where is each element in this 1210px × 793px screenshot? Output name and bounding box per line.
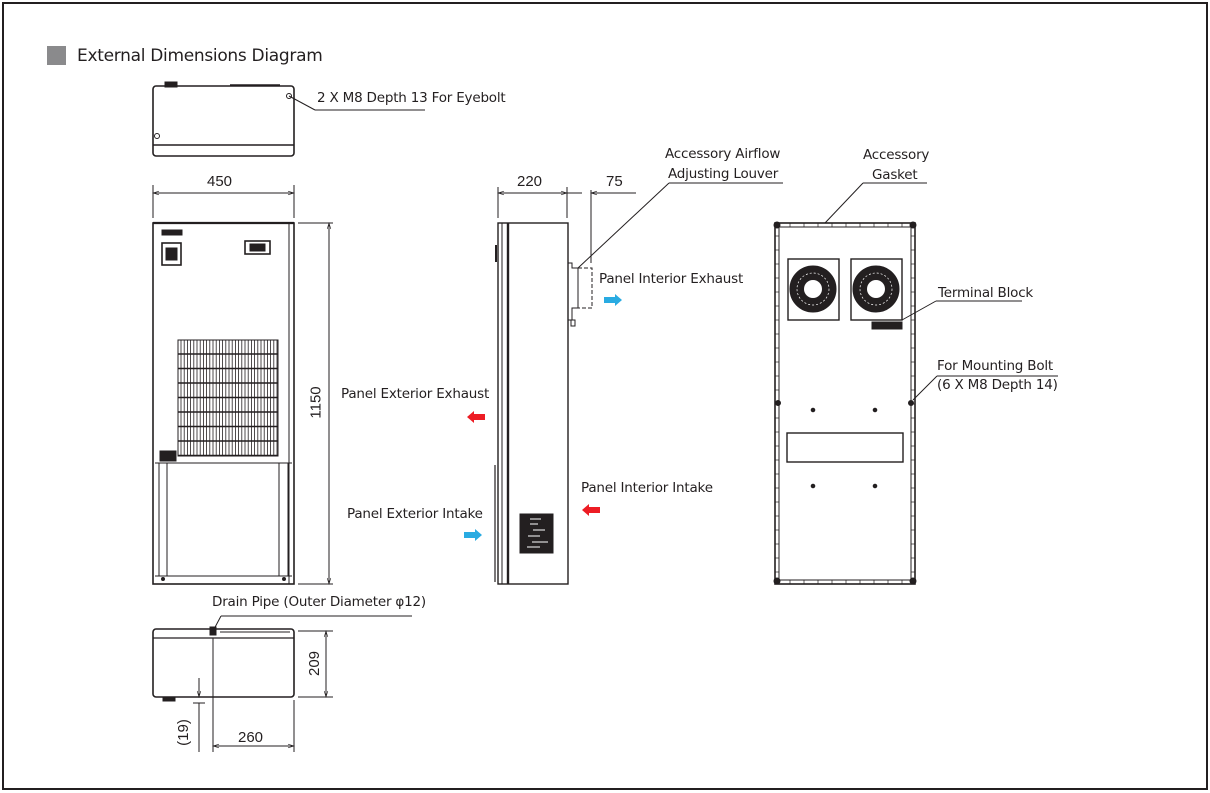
height-dimension bbox=[298, 223, 333, 584]
bottom-depth-value: 209 bbox=[306, 650, 324, 677]
drain-protrusion-value: (19) bbox=[174, 719, 192, 746]
fan-icon bbox=[850, 258, 903, 321]
exterior-intake-label: Panel Exterior Intake bbox=[347, 506, 483, 522]
exterior-intake-arrow-icon bbox=[464, 529, 482, 541]
gasket-callout-line1: Accessory bbox=[863, 147, 930, 163]
back-view bbox=[773, 182, 1058, 585]
interior-exhaust-arrow-icon bbox=[604, 294, 622, 306]
width-dimension bbox=[153, 185, 294, 218]
exterior-exhaust-label: Panel Exterior Exhaust bbox=[341, 386, 490, 402]
airflow-arrows bbox=[464, 294, 622, 541]
eyebolt-callout: 2 X M8 Depth 13 For Eyebolt bbox=[317, 90, 506, 106]
eyebolt-hole-icon bbox=[286, 93, 292, 99]
fan-icon bbox=[787, 258, 840, 321]
interior-intake-label: Panel Interior Intake bbox=[581, 480, 713, 496]
louver-callout-line1: Accessory Airflow bbox=[665, 146, 781, 162]
front-view bbox=[152, 221, 295, 585]
interior-intake-arrow-icon bbox=[582, 504, 600, 516]
height-value: 1150 bbox=[307, 386, 325, 419]
top-view bbox=[152, 81, 425, 157]
gasket-callout-line2: Gasket bbox=[872, 167, 918, 183]
louver-depth-value: 75 bbox=[606, 173, 623, 190]
drain-pipe-callout: Drain Pipe (Outer Diameter φ12) bbox=[212, 594, 426, 610]
mounting-callout-line1: For Mounting Bolt bbox=[937, 358, 1054, 374]
bottom-view bbox=[152, 615, 412, 752]
diagram-title: External Dimensions Diagram bbox=[77, 46, 323, 66]
terminal-block-callout: Terminal Block bbox=[938, 285, 1034, 301]
drain-offset-value: 260 bbox=[238, 729, 264, 746]
mounting-callout-line2: (6 X M8 Depth 14) bbox=[937, 377, 1058, 393]
exterior-exhaust-arrow-icon bbox=[467, 411, 485, 423]
louver-callout-line2: Adjusting Louver bbox=[668, 166, 779, 182]
depth-value: 220 bbox=[517, 173, 543, 190]
interior-exhaust-label: Panel Interior Exhaust bbox=[599, 271, 744, 287]
side-view bbox=[494, 182, 783, 585]
title-bullet-icon bbox=[47, 46, 66, 65]
eyebolt-hole-icon bbox=[154, 133, 160, 139]
width-value: 450 bbox=[207, 173, 233, 190]
